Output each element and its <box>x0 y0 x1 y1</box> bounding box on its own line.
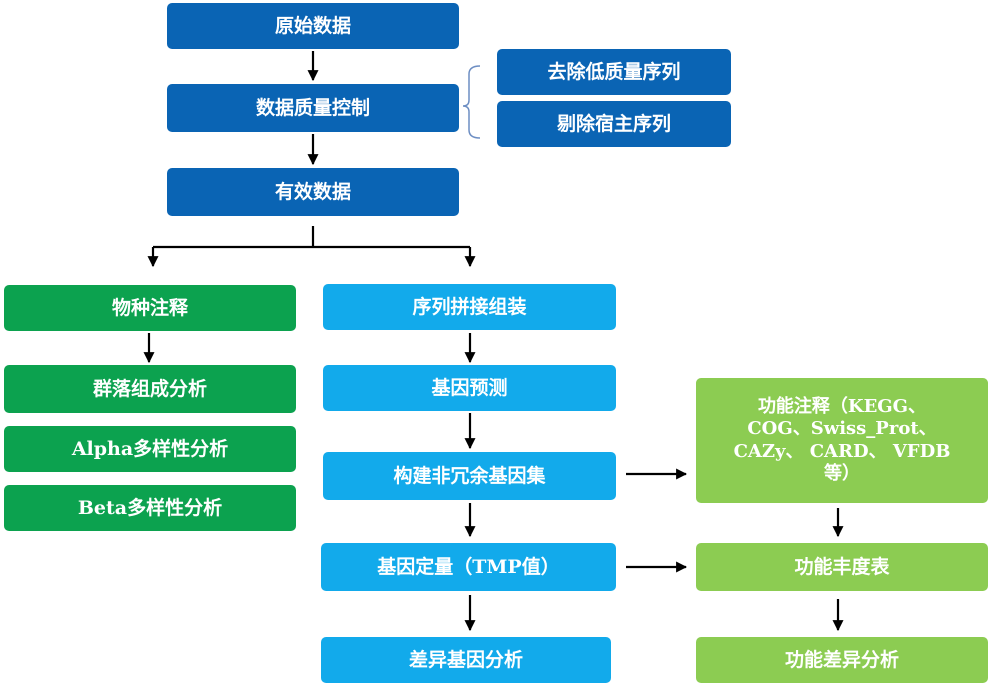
valid-data-box: 有效数据 <box>167 168 459 216</box>
diff-gene-analysis-box: 差异基因分析 <box>321 637 611 683</box>
beta-diversity-box: Beta多样性分析 <box>4 485 296 531</box>
gene-quantification-box: 基因定量（TMP值） <box>321 543 616 591</box>
function-annotation-box: 功能注释（KEGG、 COG、Swiss_Prot、 CAZy、 CARD、 V… <box>696 378 988 503</box>
qc-box: 数据质量控制 <box>167 84 459 132</box>
nr-gene-set-box: 构建非冗余基因集 <box>323 452 616 500</box>
species-annotation-box: 物种注释 <box>4 285 296 331</box>
function-diff-analysis-box: 功能差异分析 <box>696 637 988 683</box>
gene-prediction-box: 基因预测 <box>323 365 616 411</box>
alpha-diversity-box: Alpha多样性分析 <box>4 426 296 472</box>
community-composition-box: 群落组成分析 <box>4 365 296 413</box>
remove-low-quality-box: 去除低质量序列 <box>497 49 731 95</box>
assembly-box: 序列拼接组装 <box>323 284 616 330</box>
remove-host-box: 剔除宿主序列 <box>497 101 731 147</box>
raw-data-box: 原始数据 <box>167 3 459 49</box>
qc-bracket <box>462 65 481 139</box>
function-abundance-table-box: 功能丰度表 <box>696 543 988 591</box>
